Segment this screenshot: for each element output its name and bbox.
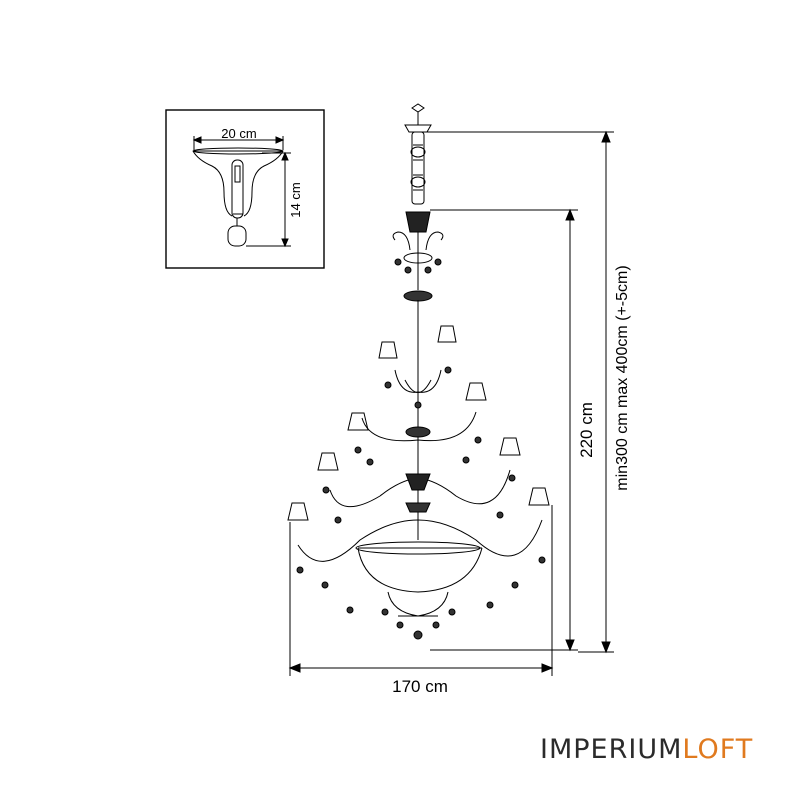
- canopy-detail-inset: 20 cm 14 cm: [165, 109, 325, 269]
- brand-part-2: LOFT: [682, 734, 754, 765]
- inset-height-dimension: [246, 151, 291, 248]
- body-height-label: 220 cm: [577, 402, 596, 458]
- brand-logo: IMPERIUMLOFT: [540, 734, 753, 765]
- total-height-dimension: [425, 130, 614, 654]
- inset-height-label: 14 cm: [288, 182, 303, 217]
- total-height-label: min300 cm max 400cm (+-5cm): [614, 265, 631, 490]
- brand-part-1: IMPERIUM: [540, 734, 683, 765]
- body-height-dimension: [430, 208, 578, 652]
- inset-width-label: 20 cm: [221, 126, 256, 141]
- width-label: 170 cm: [392, 677, 448, 696]
- inset-frame: [165, 109, 325, 269]
- canopy-drawing: [192, 147, 284, 247]
- inset-width-dimension: [192, 136, 285, 150]
- width-dimension: [288, 505, 554, 676]
- chandelier-drawing: [287, 103, 550, 640]
